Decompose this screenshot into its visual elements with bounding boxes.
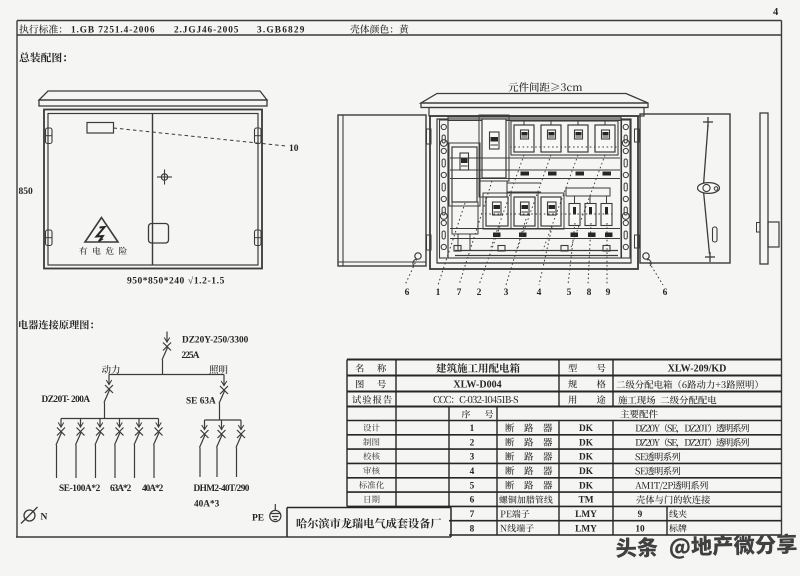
svg-text:3: 3 [504, 288, 509, 298]
svg-text:6: 6 [405, 288, 410, 298]
svg-text:4: 4 [773, 7, 779, 18]
svg-text:6: 6 [470, 496, 475, 506]
svg-text:1: 1 [436, 288, 441, 298]
svg-text:7: 7 [470, 510, 475, 520]
svg-text:950*850*240: 950*850*240 [127, 277, 185, 287]
svg-text:10: 10 [289, 144, 299, 154]
svg-text:6: 6 [663, 288, 668, 298]
svg-text:XLW-D004: XLW-D004 [453, 380, 501, 391]
svg-text:225A: 225A [182, 351, 200, 361]
svg-text:7: 7 [457, 288, 462, 298]
svg-text:DZ20T- 200A: DZ20T- 200A [42, 395, 91, 405]
svg-text:XLW-209/KD: XLW-209/KD [668, 364, 727, 375]
svg-text:850: 850 [19, 187, 34, 197]
svg-text:10: 10 [635, 524, 645, 534]
svg-text:LMY: LMY [575, 510, 597, 520]
svg-text:2: 2 [477, 288, 482, 298]
svg-text:5: 5 [567, 288, 572, 298]
svg-text:63A*2: 63A*2 [110, 484, 132, 494]
svg-text:DZ20Y-250/3300: DZ20Y-250/3300 [182, 336, 249, 346]
svg-text:2.JGJ46-2005: 2.JGJ46-2005 [174, 26, 239, 36]
svg-text:1: 1 [470, 424, 475, 434]
svg-text:LMY: LMY [575, 524, 597, 534]
svg-text:2: 2 [470, 438, 475, 448]
svg-text:40A*2: 40A*2 [142, 484, 164, 494]
svg-text:9: 9 [606, 288, 611, 298]
svg-text:3: 3 [470, 453, 475, 463]
svg-text:4: 4 [537, 288, 542, 298]
svg-text:3.GB6829: 3.GB6829 [257, 26, 306, 36]
svg-text:9: 9 [638, 510, 643, 520]
svg-text:40A*3: 40A*3 [194, 500, 220, 510]
svg-text:1.GB 7251.4-2006: 1.GB 7251.4-2006 [71, 26, 155, 36]
svg-text:4: 4 [470, 467, 475, 477]
svg-text:5: 5 [470, 481, 475, 491]
svg-text:√1.2-1.5: √1.2-1.5 [188, 276, 225, 287]
svg-text:DHM2-40T/290: DHM2-40T/290 [194, 484, 250, 494]
svg-text:8: 8 [470, 524, 475, 534]
svg-text:TM: TM [579, 496, 594, 506]
svg-text:DK: DK [579, 424, 594, 434]
svg-text:8: 8 [587, 288, 592, 298]
svg-text:SE 63A: SE 63A [186, 397, 216, 407]
svg-text:DK: DK [579, 438, 594, 448]
svg-text:SE-100A*2: SE-100A*2 [59, 484, 101, 494]
svg-text:DK: DK [579, 481, 594, 491]
svg-text:DK: DK [579, 453, 594, 463]
svg-text:DK: DK [579, 467, 594, 477]
svg-text:N: N [41, 513, 48, 523]
svg-text:PE: PE [252, 514, 264, 524]
